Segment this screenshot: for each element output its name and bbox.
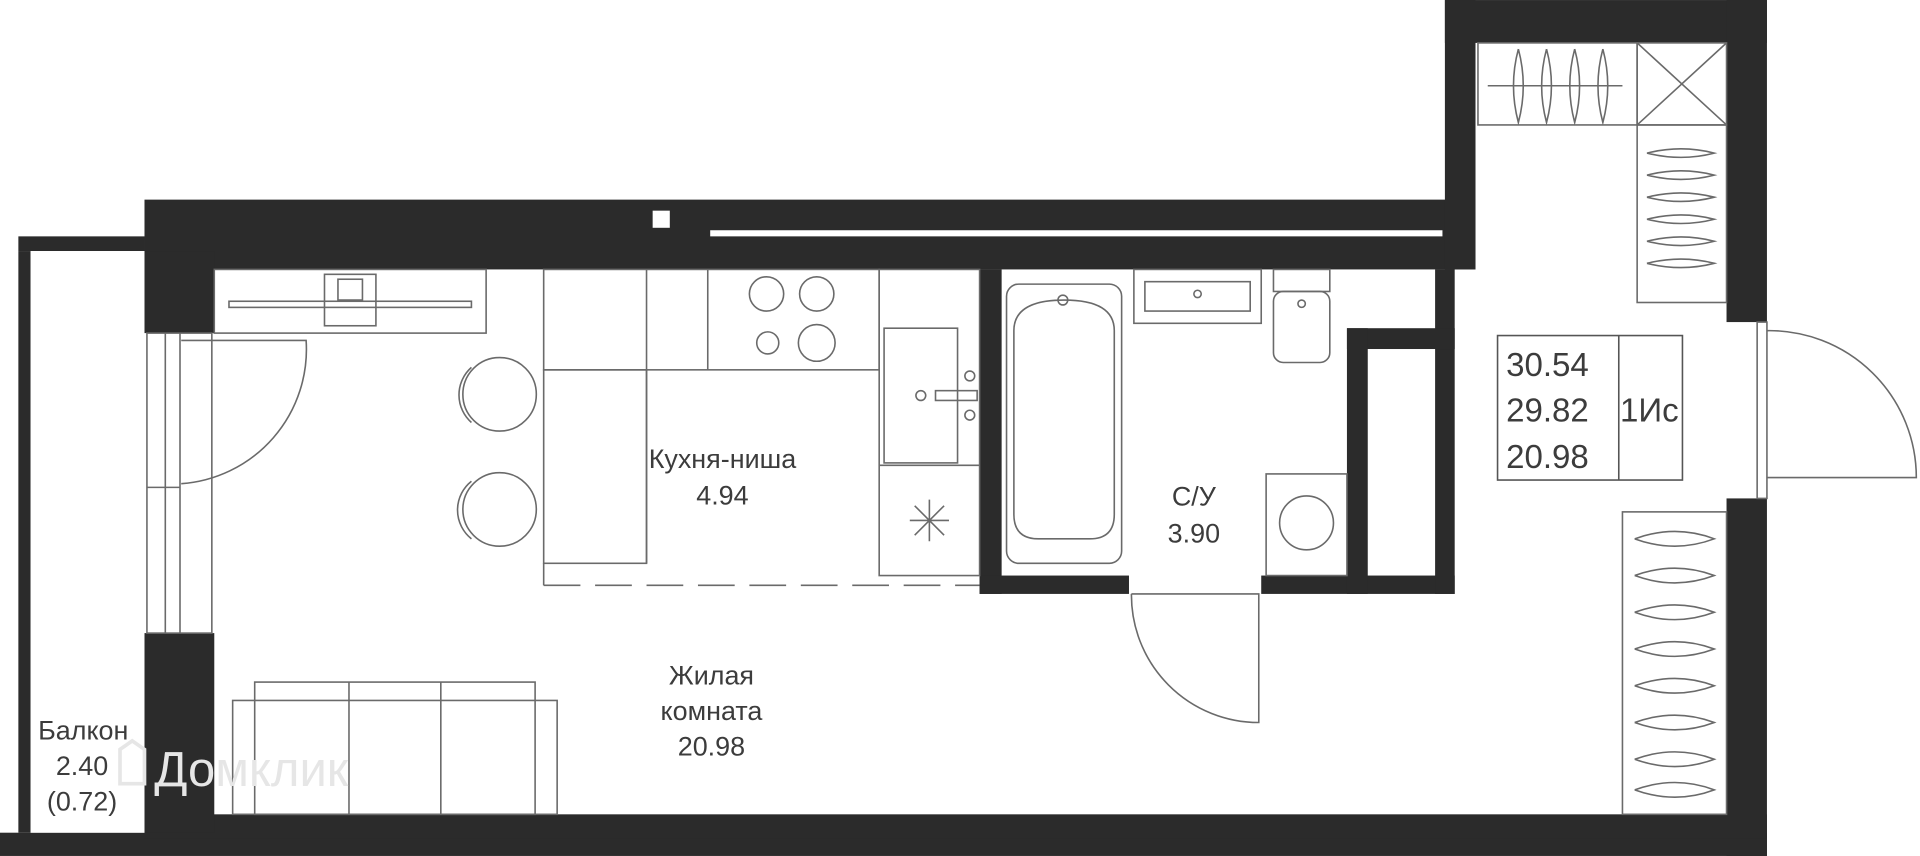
bathroom-area: 3.90 [1168,518,1220,548]
kitchen-label: Кухня-ниша [649,444,797,474]
toilet [1272,268,1331,364]
svg-text:Домклик: Домклик [154,743,349,797]
kitchen-area: 4.94 [696,481,748,511]
sink [1133,268,1263,325]
tv-stand [213,268,487,334]
apartment-type: 1Ис [1620,392,1679,429]
living-area: 20.98 [1506,439,1589,476]
door-swing [181,339,308,485]
area-summary-box: 30.54 29.82 20.98 1Ис [1496,334,1684,481]
bathtub [1005,283,1123,565]
wardrobe-side [1636,124,1728,304]
window [146,332,213,634]
area-without-balcony: 29.82 [1506,392,1589,429]
balcony-area-reduced: (0.72) [47,787,117,817]
balcony-area: 2.40 [56,751,108,781]
living-room-area: 20.98 [678,732,745,762]
watermark-logo: Домклик [118,738,349,797]
wardrobe-top [1477,42,1728,126]
balcony-label: Балкон [38,716,128,746]
kitchen-counter [542,268,981,587]
walls [0,0,1767,856]
living-room-label-2: комната [661,696,763,726]
sofa [231,681,558,816]
stove-icon [748,275,836,363]
bathroom-door-swing [1130,593,1260,724]
bathroom-label: С/У [1172,482,1217,512]
living-room-label-1: Жилая [669,661,754,691]
chairs [456,356,538,547]
washing-machine [1265,473,1348,577]
total-area: 30.54 [1506,347,1589,384]
wardrobe-bottom [1621,511,1728,816]
entrance-door[interactable] [1756,321,1918,500]
